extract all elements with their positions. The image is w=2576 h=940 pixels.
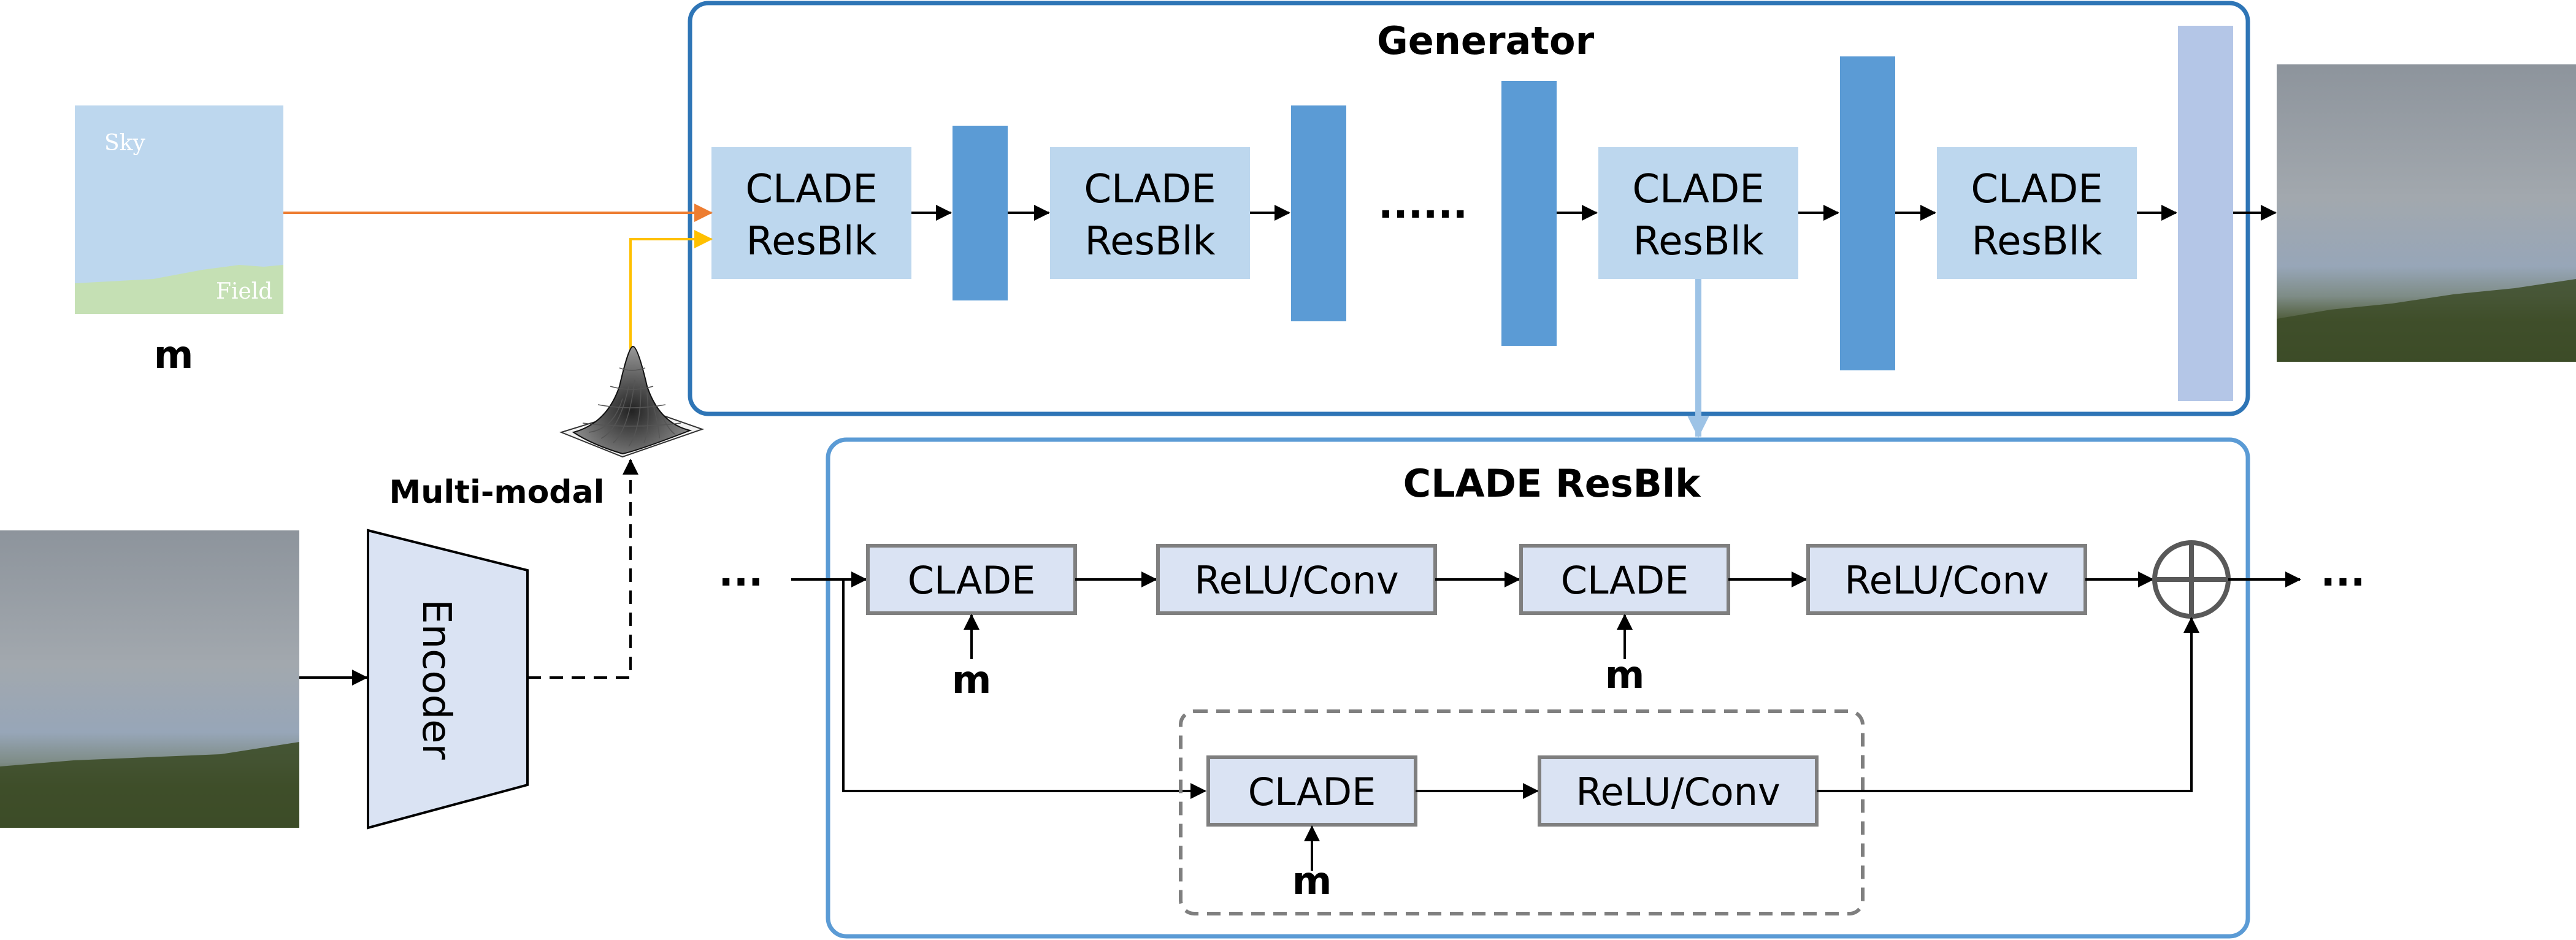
clade-resblk-4-line2: ResBlk	[1971, 219, 2102, 264]
final-output-bar	[2178, 26, 2233, 401]
multimodal-label: Multi-modal	[389, 474, 605, 511]
relu-conv-node-3	[1538, 755, 1819, 827]
resblk-ellipsis-left: ...	[719, 550, 764, 595]
generator-ellipsis: ......	[1378, 182, 1468, 227]
input-style-image	[0, 530, 299, 828]
clade-node-1	[866, 544, 1077, 615]
output-image	[2277, 64, 2576, 362]
encoder-label: Encoder	[413, 599, 459, 760]
clade-resblk-2-line1: CLADE	[1084, 167, 1216, 212]
generator-frame	[688, 1, 2250, 416]
m-label-2: m	[1605, 652, 1645, 697]
relu-conv-node-1	[1156, 544, 1437, 615]
clade-resblk-4-line1: CLADE	[1971, 167, 2103, 212]
clade-node-3	[1206, 755, 1417, 827]
clade-resblk-2	[1050, 147, 1250, 279]
clade-node-2-label: CLADE	[1561, 558, 1689, 603]
shortcut-to-sum-line	[1817, 617, 2199, 792]
resblk-ellipsis-right: ...	[2321, 550, 2366, 595]
clade-resblk-3-line2: ResBlk	[1633, 219, 1763, 264]
relu-conv-node-1-label: ReLU/Conv	[1194, 558, 1398, 603]
shortcut-branch-line	[842, 579, 1206, 799]
clade-node-2	[1519, 544, 1730, 615]
resblk-frame	[826, 437, 2250, 939]
clade-resblk-4	[1937, 147, 2137, 279]
encoder-to-multimodal-arrow	[527, 459, 638, 679]
clade-node-3-label: CLADE	[1248, 770, 1376, 814]
elementwise-sum-icon	[2152, 540, 2231, 619]
relu-conv-node-2-label: ReLU/Conv	[1844, 558, 2049, 603]
semantic-map	[75, 105, 283, 314]
feature-bar-2	[1291, 105, 1346, 321]
shortcut-dashed-group	[1179, 709, 1865, 915]
clade-resblk-3	[1598, 147, 1798, 279]
clade-resblk-2-line2: ResBlk	[1084, 219, 1215, 264]
gaussian-distribution-icon	[559, 345, 705, 458]
m-label-3: m	[1292, 858, 1332, 903]
clade-resblk-1-line1: CLADE	[745, 167, 877, 212]
style-to-generator-arrow	[629, 230, 713, 350]
feature-bar-3	[1501, 81, 1557, 346]
clade-resblk-1-line2: ResBlk	[746, 219, 876, 264]
encoder-block	[367, 529, 529, 830]
clade-resblk-1	[711, 147, 911, 279]
m-label-1: m	[952, 657, 992, 702]
relu-conv-node-2	[1806, 544, 2087, 615]
map-caption-m: m	[154, 332, 194, 377]
relu-conv-node-3-label: ReLU/Conv	[1576, 770, 1780, 814]
feature-bar-1	[953, 126, 1008, 300]
field-label: Field	[216, 279, 272, 304]
sky-label: Sky	[104, 131, 145, 156]
feature-bar-4	[1840, 56, 1895, 370]
clade-resblk-3-line1: CLADE	[1632, 167, 1764, 212]
resblk-title: CLADE ResBlk	[1403, 461, 1702, 506]
generator-title: Generator	[1377, 18, 1595, 63]
clade-node-1-label: CLADE	[908, 558, 1036, 603]
